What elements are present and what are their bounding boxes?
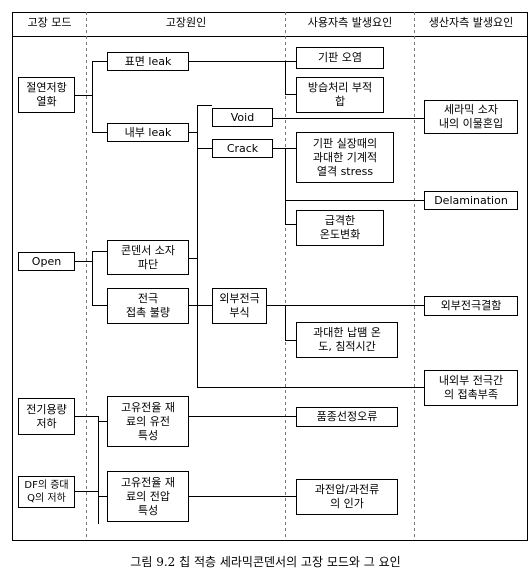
header-failure-cause: 고장원인 xyxy=(165,16,207,29)
cause-dielectric-property: 고유전율 재 료의 유전 특성 xyxy=(107,396,189,447)
user-mechanical-stress: 기판 실장때의 과대한 기계적 열격 stress xyxy=(296,132,394,183)
cause-crack: Crack xyxy=(212,139,273,158)
mode-df-q: DF의 증대 Q의 저하 xyxy=(18,476,75,508)
header-producer-factor: 생산자측 발생요인 xyxy=(428,16,514,29)
user-board-contamination: 기판 오염 xyxy=(296,47,384,69)
producer-ceramic-impurity: 세라믹 소자 내의 이물혼입 xyxy=(424,100,518,134)
cause-void: Void xyxy=(212,108,273,127)
user-model-selection: 품종선정오류 xyxy=(296,407,398,427)
cause-voltage-property: 고유전율 재 료의 전압 특성 xyxy=(107,471,189,522)
header-failure-mode: 고장 모드 xyxy=(27,16,72,29)
figure-caption: 그림 9.2 칩 적층 세라믹콘덴서의 고장 모드와 그 요인 xyxy=(130,555,401,569)
mode-open: Open xyxy=(18,252,75,271)
mode-capacity-reduction: 전기용량 저하 xyxy=(18,398,75,435)
producer-electrode-contact-lack: 내외부 전극간 의 접촉부족 xyxy=(424,370,518,406)
cause-external-corrosion: 외부전극 부식 xyxy=(212,288,267,324)
producer-external-electrode-defect: 외부전극결함 xyxy=(424,296,518,316)
mode-insulation-degradation: 절연저항 열화 xyxy=(18,77,75,113)
cause-internal-leak: 내부 leak xyxy=(107,123,189,142)
user-temperature-change: 급격한 온도변화 xyxy=(296,210,384,246)
user-solder-condition: 과대한 납땜 온 도, 침적시간 xyxy=(296,322,398,358)
cause-electrode-contact: 전극 접촉 불량 xyxy=(107,288,189,324)
user-overvoltage: 과전압/과전류 의 인가 xyxy=(296,479,398,515)
cause-surface-leak: 표면 leak xyxy=(107,52,189,71)
cause-element-break: 콘덴서 소자 파단 xyxy=(107,240,189,275)
header-user-factor: 사용자측 발생요인 xyxy=(307,16,393,29)
user-moisture-treatment: 방습처리 부적 합 xyxy=(296,77,384,113)
producer-delamination: Delamination xyxy=(424,191,518,210)
